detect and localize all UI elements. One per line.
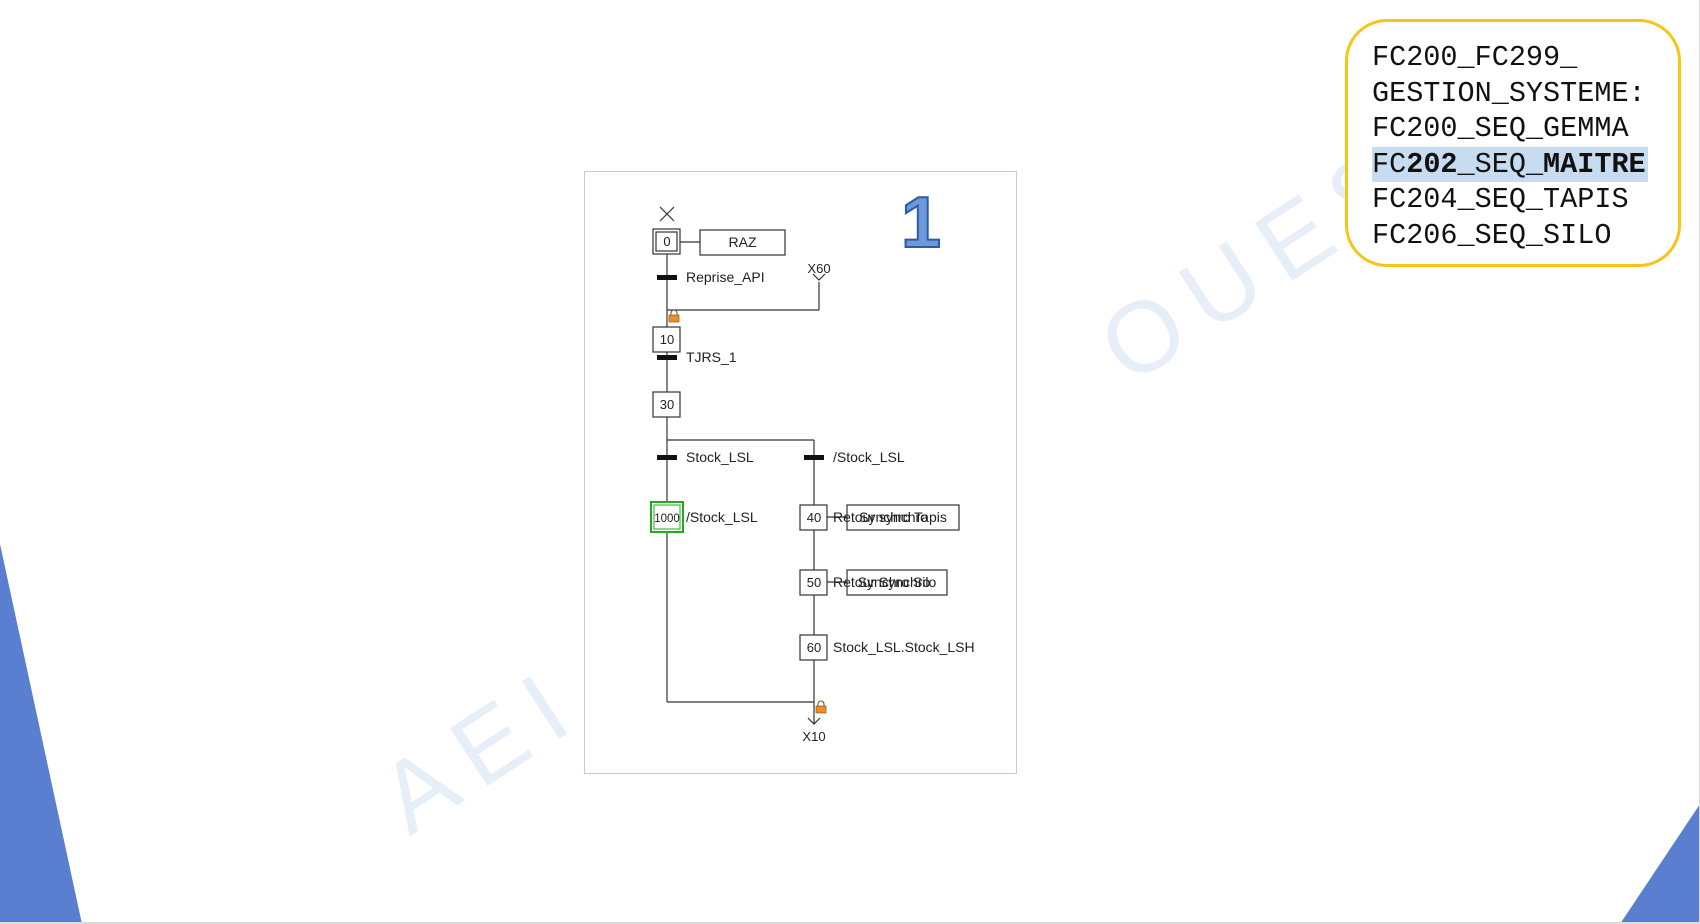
callout-line-2: GESTION_SYSTEME: — [1372, 76, 1646, 110]
grafcet-diagram: 0 10 30 1000 40 50 60 RAZ Synchro Tapis … — [650, 182, 975, 744]
page-number: 1 — [901, 183, 941, 263]
close-cross-b — [659, 206, 675, 222]
lock-icon — [815, 700, 827, 714]
step-40-box — [799, 504, 828, 531]
highlighted-function: FC202_SEQ_MAITRE — [1372, 146, 1648, 182]
transition-bar-tjrs — [657, 355, 677, 360]
grafcet-panel: 0 10 30 1000 40 50 60 RAZ Synchro Tapis … — [584, 171, 1017, 774]
transition-not-stock-lsl-left: /Stock_LSL — [686, 509, 758, 525]
callout-line-5: FC204_SEQ_TAPIS — [1372, 183, 1629, 216]
reference-x10: X10 — [802, 729, 825, 744]
function-list-callout: FC200_FC299_ GESTION_SYSTEME: FC200_SEQ_… — [1345, 19, 1681, 267]
action-silo-box — [846, 569, 948, 596]
callout-line-4: FC202_SEQ_MAITRE — [1372, 146, 1678, 182]
transition-stock-lsl-lsh: Stock_LSL.Stock_LSH — [833, 639, 975, 655]
slide-bottom-edge — [0, 922, 1700, 924]
callout-line-6: FC206_SEQ_SILO — [1372, 218, 1612, 252]
arrow-x60 — [812, 273, 826, 281]
corner-decoration-left — [0, 544, 82, 924]
action-raz: RAZ — [729, 234, 757, 250]
action-raz-box — [699, 229, 786, 256]
step-1000-label: 1000 — [654, 513, 680, 525]
action-tapis-box — [846, 504, 960, 531]
transition-tjrs-1: TJRS_1 — [686, 349, 737, 365]
step-30-box — [652, 391, 681, 418]
step-1000-inner — [653, 504, 681, 530]
transition-bar-not-stock-lsl — [804, 455, 824, 460]
transition-bar-reprise — [657, 275, 677, 280]
step-60-label: 60 — [807, 640, 821, 655]
fc-name: MAITRE — [1543, 147, 1646, 181]
callout-line-1: FC200_FC299_ — [1372, 41, 1578, 74]
transition-stock-lsl: Stock_LSL — [686, 449, 754, 465]
step-1000-box-active — [650, 501, 684, 533]
lock-icon — [668, 309, 680, 323]
fc-number: 202 — [1406, 147, 1458, 181]
step-40-label: 40 — [807, 510, 821, 525]
step-50-label: 50 — [807, 575, 821, 590]
step-0-label: 0 — [663, 234, 670, 249]
reference-x60: X60 — [807, 261, 830, 276]
step-10-box — [652, 326, 681, 353]
transition-retour-synchro-2: Retour Synchro — [833, 574, 930, 590]
transition-bar-stock-lsl — [657, 455, 677, 460]
step-30-label: 30 — [660, 397, 674, 412]
fc-middle: _SEQ_ — [1457, 147, 1544, 181]
step-60-box — [799, 634, 828, 661]
transition-retour-synchro-1: Retour synchro — [833, 509, 928, 525]
action-synchro-silo: Synchro Silo — [858, 574, 937, 590]
callout-line-3: FC200_SEQ_GEMMA — [1372, 112, 1629, 145]
corner-decoration-right — [1620, 804, 1700, 924]
transition-not-stock-lsl-right: /Stock_LSL — [833, 449, 905, 465]
step-10-label: 10 — [660, 332, 674, 347]
step-50-box — [799, 569, 828, 596]
step-0-inner — [655, 231, 678, 252]
arrow-x10 — [807, 717, 821, 725]
transition-reprise-api: Reprise_API — [686, 269, 765, 285]
action-synchro-tapis: Synchro Tapis — [859, 509, 947, 525]
fc-prefix: FC — [1372, 147, 1407, 181]
